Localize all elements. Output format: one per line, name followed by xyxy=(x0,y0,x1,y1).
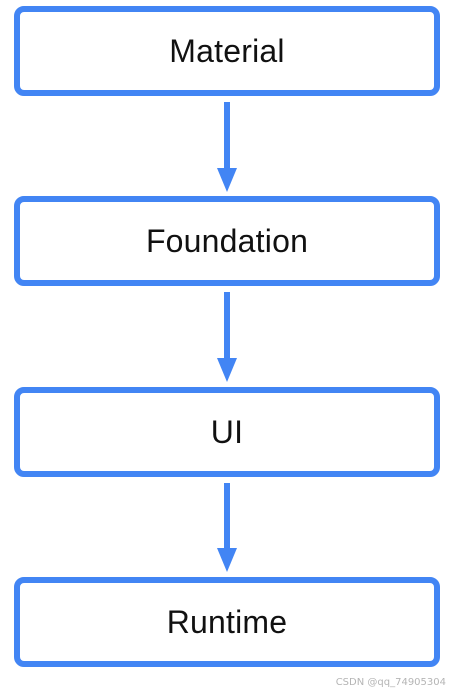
layer-box-ui: UI xyxy=(14,387,440,477)
layer-box-foundation: Foundation xyxy=(14,196,440,286)
arrow-ui-to-runtime xyxy=(217,483,237,572)
layer-label: Foundation xyxy=(145,222,309,259)
arrow-foundation-to-ui xyxy=(217,292,237,382)
layer-box-runtime: Runtime xyxy=(14,577,440,667)
layer-label: UI xyxy=(210,413,244,450)
layer-label: Runtime xyxy=(166,603,288,640)
layer-box-material: Material xyxy=(14,6,440,96)
layer-label: Material xyxy=(169,32,285,69)
arrow-material-to-foundation xyxy=(217,102,237,192)
watermark-text: CSDN @qq_74905304 xyxy=(335,677,446,688)
